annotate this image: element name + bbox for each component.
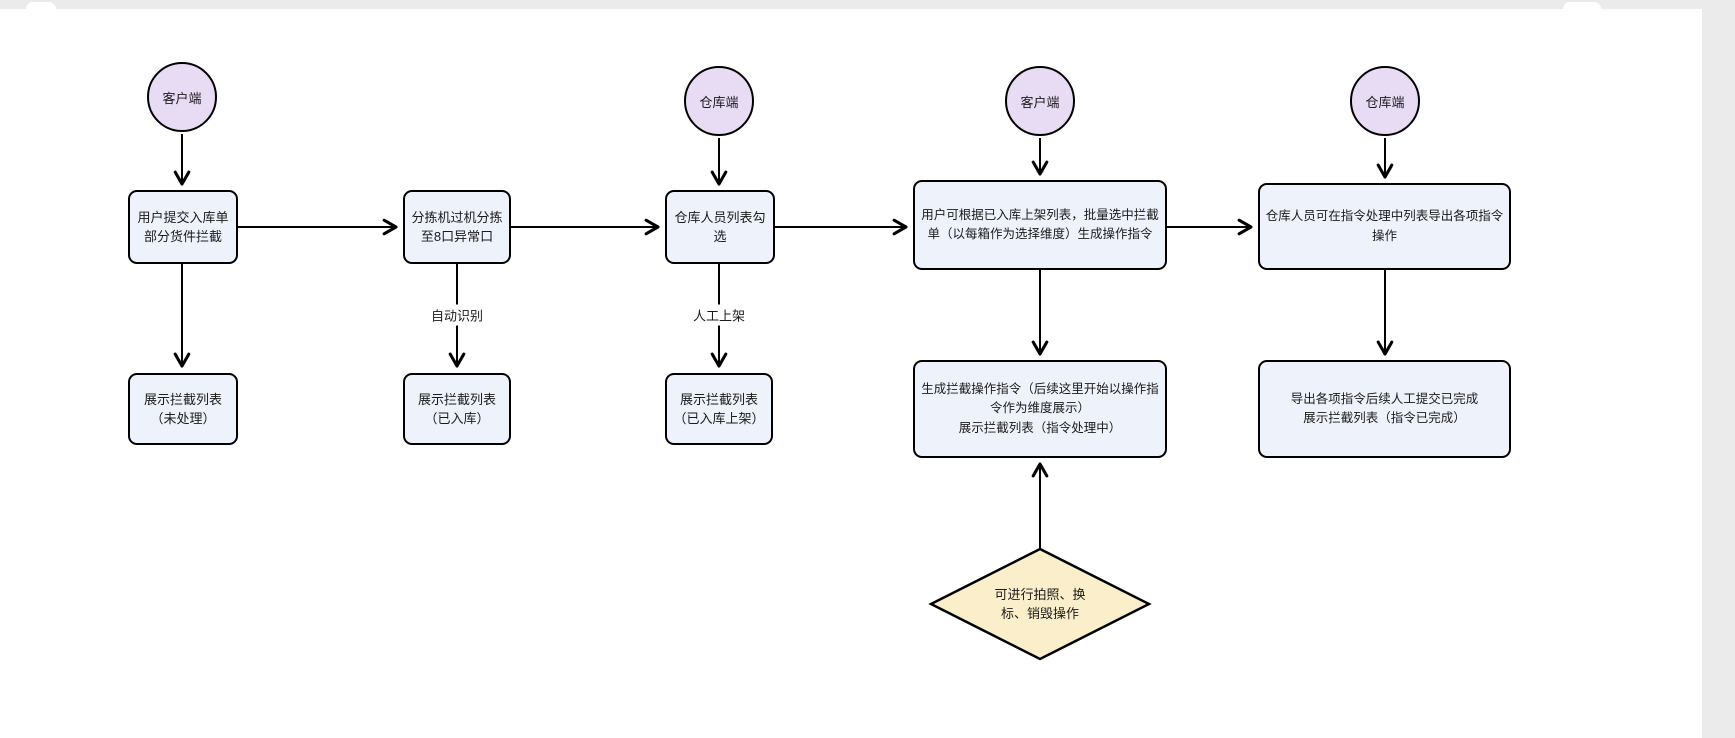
node-label: 客户端 bbox=[1020, 94, 1060, 110]
node-list-unprocessed[interactable]: 展示拦截列表 （未处理） bbox=[128, 373, 238, 445]
node-done-list[interactable]: 导出各项指令后续人工提交已完成 展示拦截列表（指令已完成） bbox=[1258, 360, 1511, 458]
node-client-circle-1[interactable]: 客户端 bbox=[147, 62, 217, 132]
node-label: 用户提交入库单 部分货件拦截 bbox=[137, 209, 229, 245]
node-label: 仓库端 bbox=[699, 94, 739, 110]
window-chip-right bbox=[1563, 2, 1601, 16]
node-label: 可进行拍照、换 标、销毁操作 bbox=[994, 586, 1086, 622]
node-label: 仓库人员可在指令处理中列表导出各项指令 操作 bbox=[1265, 209, 1504, 243]
node-client-circle-2[interactable]: 客户端 bbox=[1005, 66, 1075, 136]
node-warehouse-circle-1[interactable]: 仓库端 bbox=[684, 66, 754, 136]
node-label: 用户可根据已入库上架列表，批量选中拦截 单（以每箱作为选择维度）生成操作指令 bbox=[921, 207, 1159, 241]
node-sorter[interactable]: 分拣机过机分拣 至8口异常口 bbox=[403, 190, 511, 264]
node-label: 生成拦截操作指令（后续这里开始以操作指 令作为维度展示） 展示拦截列表（指令处理… bbox=[921, 381, 1159, 435]
node-label: 展示拦截列表 （已入库上架） bbox=[673, 391, 765, 427]
node-warehouse-circle-2[interactable]: 仓库端 bbox=[1350, 66, 1420, 136]
diamond-shape bbox=[928, 547, 1152, 661]
node-label: 分拣机过机分拣 至8口异常口 bbox=[411, 209, 503, 245]
node-generate-instruction[interactable]: 生成拦截操作指令（后续这里开始以操作指 令作为维度展示） 展示拦截列表（指令处理… bbox=[913, 360, 1167, 458]
node-batch-select[interactable]: 用户可根据已入库上架列表，批量选中拦截 单（以每箱作为选择维度）生成操作指令 bbox=[913, 180, 1167, 270]
node-label: 客户端 bbox=[162, 90, 202, 106]
node-export-instructions[interactable]: 仓库人员可在指令处理中列表导出各项指令 操作 bbox=[1258, 183, 1511, 270]
node-list-inbound[interactable]: 展示拦截列表 （已入库） bbox=[403, 373, 511, 445]
node-warehouse-check[interactable]: 仓库人员列表勾 选 bbox=[665, 190, 775, 264]
node-ops-diamond[interactable]: 可进行拍照、换 标、销毁操作 bbox=[928, 546, 1152, 662]
node-label: 展示拦截列表 （已入库） bbox=[417, 391, 496, 427]
node-list-shelved[interactable]: 展示拦截列表 （已入库上架） bbox=[665, 373, 773, 445]
node-label: 仓库人员列表勾 选 bbox=[674, 209, 766, 245]
node-label: 导出各项指令后续人工提交已完成 展示拦截列表（指令已完成） bbox=[1290, 391, 1479, 425]
node-submit-inbound[interactable]: 用户提交入库单 部分货件拦截 bbox=[128, 190, 238, 264]
window-chip-left bbox=[26, 2, 56, 16]
node-label: 展示拦截列表 （未处理） bbox=[143, 391, 222, 427]
edge-label-auto-identify: 自动识别 bbox=[426, 304, 488, 326]
edge-label-manual-shelve: 人工上架 bbox=[688, 304, 750, 326]
node-label: 仓库端 bbox=[1365, 94, 1405, 110]
